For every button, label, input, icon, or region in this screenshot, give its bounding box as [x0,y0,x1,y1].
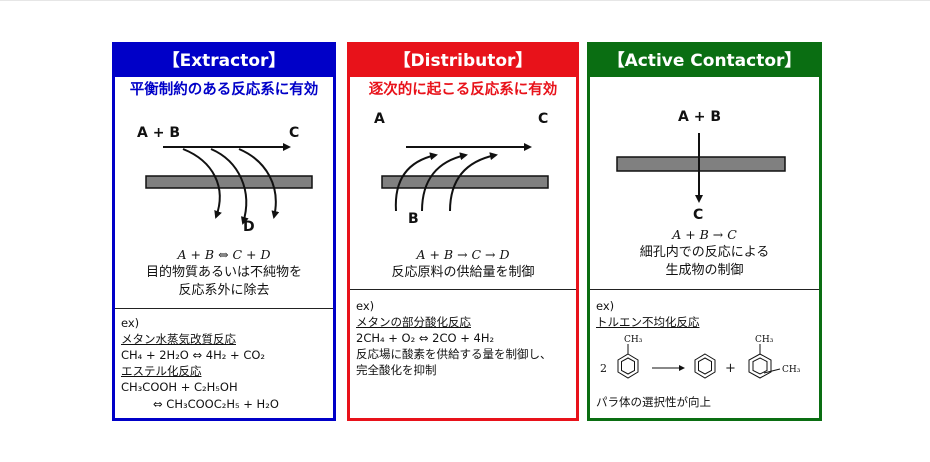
active-contactor-label-c: C [693,207,704,223]
distributor-ex1-title: メタンの部分酸化反応 [356,315,471,329]
toluene-ring [617,344,639,379]
distributor-feed-arrow-2 [421,152,468,212]
distributor-feed-arrow-3 [449,152,498,212]
extractor-permeation-arrow-3 [238,148,280,219]
extractor-ex1-formula: CH₄ + 2H₂O ⇔ 4H₂ + CO₂ [121,348,266,362]
distributor-title: 【Distributor】 [350,45,576,77]
extractor-subtitle: 平衡制約のある反応系に有効 [129,82,319,98]
extractor-label-reactant: A + B [137,125,180,141]
extractor-ex-label: ex) [121,316,140,330]
extractor-label-c: C [289,125,300,141]
extractor-equation: A + B ⇔ C + D [177,247,271,262]
active-contactor-title: 【Active Contactor】 [590,45,819,77]
active-contactor-divider [590,289,819,290]
distributor-label-c: C [538,111,549,127]
xylene-ch3-side-label: CH₃ [782,365,801,375]
active-contactor-equation: A + B → C [672,227,737,242]
active-contactor-ex-label: ex) [596,299,615,313]
scheme-coefficient: 2 [600,362,607,375]
benzene-ring [694,353,716,379]
distributor-panel: 【Distributor】 逐次的に起こる反応系に有効 A C B A + B … [347,42,579,421]
active-contactor-label-reactant: A + B [678,109,721,125]
distributor-ex1-note-1: 反応場に酸素を供給する量を制御し、 [356,347,552,361]
extractor-permeation-arrow-1 [182,148,222,219]
distributor-divider [350,289,576,290]
xylene-ring [748,344,781,379]
scheme-plus: + [725,361,736,376]
toluene-ch3-label: CH₃ [624,335,643,345]
active-contactor-ex1-note: パラ体の選択性が向上 [596,395,711,409]
active-contactor-ex1-title: トルエン不均化反応 [596,315,700,329]
extractor-ex2-title: エステル化反応 [121,364,202,378]
extractor-ex2-formula-1: CH₃COOH + C₂H₅OH [121,380,238,394]
extractor-permeation-arrow-2 [210,148,249,225]
active-contactor-desc-2: 生成物の制御 [665,263,744,278]
toluene-scheme: 2 CH₃ + CH₃ CH₃ [600,335,801,379]
active-contactor-panel: 【Active Contactor】 A + B C A + B → C 細孔内… [587,42,822,421]
extractor-desc-2: 反応系外に除去 [178,283,270,298]
active-contactor-membrane [616,156,786,172]
distributor-subtitle: 逐次的に起こる反応系に有効 [368,82,558,98]
distributor-ex1-note-2: 完全酸化を抑制 [356,363,437,377]
active-contactor-desc-1: 細孔内での反応による [639,245,770,260]
distributor-membrane [381,175,549,189]
distributor-label-a: A [374,111,385,127]
xylene-ch3-top-label: CH₃ [755,335,774,345]
extractor-label-d: D [243,219,255,235]
extractor-diagram [145,143,313,225]
extractor-ex2-formula-2: ⇔ CH₃COOC₂H₅ + H₂O [153,397,279,411]
distributor-ex-label: ex) [356,299,375,313]
distributor-diagram [381,143,549,212]
distributor-desc: 反応原料の供給量を制御 [391,265,535,280]
extractor-desc-1: 目的物質あるいは不純物を [145,265,302,280]
extractor-title: 【Extractor】 [115,45,333,77]
extractor-panel: 【Extractor】 平衡制約のある反応系に有効 A + B C D A + … [112,42,336,421]
distributor-ex1-formula: 2CH₄ + O₂ ⇔ 2CO + 4H₂ [356,331,495,345]
extractor-divider [115,308,333,309]
active-contactor-diagram [616,133,786,203]
distributor-equation: A + B → C → D [416,247,510,262]
distributor-label-b: B [408,211,419,227]
extractor-membrane [145,175,313,189]
extractor-ex1-title: メタン水蒸気改質反応 [121,332,236,346]
distributor-feed-arrow-1 [394,152,438,212]
